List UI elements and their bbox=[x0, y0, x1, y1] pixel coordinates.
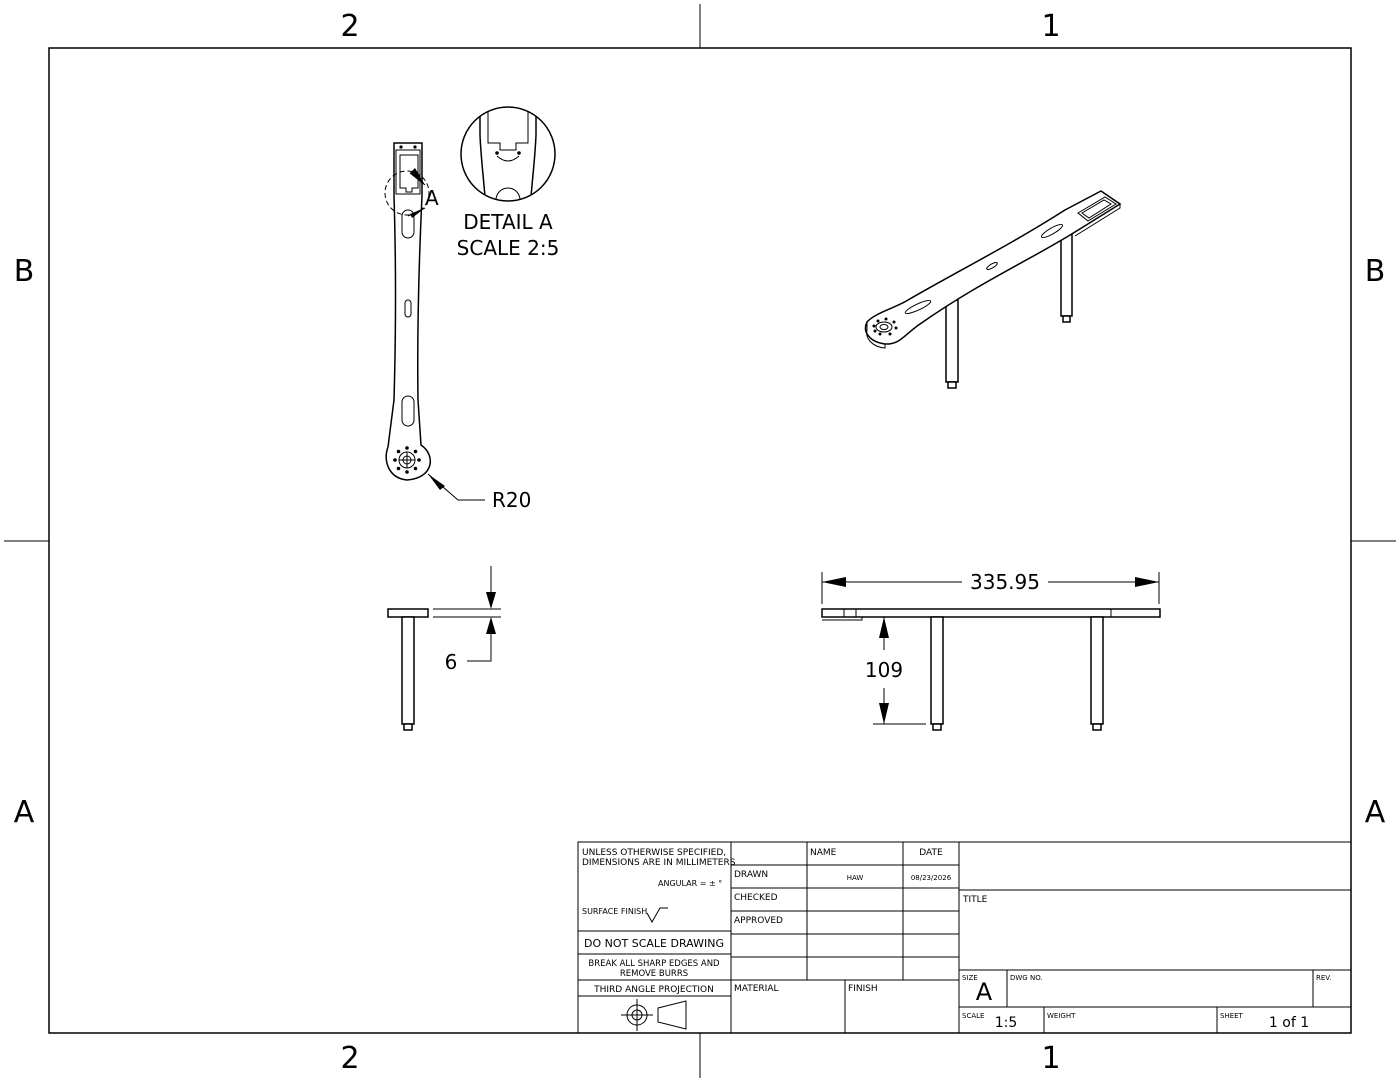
notes-line-2: DIMENSIONS ARE IN MILLIMETERS bbox=[582, 858, 736, 868]
radius-dimension: R20 bbox=[492, 488, 531, 512]
detail-callout-label: A bbox=[425, 186, 439, 210]
zone-label-right-upper: B bbox=[1365, 254, 1386, 289]
sheet-border bbox=[4, 4, 1396, 1078]
scale-value: 1:5 bbox=[995, 1015, 1018, 1031]
size-label: SIZE bbox=[962, 974, 978, 982]
approved-label: APPROVED bbox=[734, 916, 783, 926]
length-dimension: 335.95 bbox=[970, 570, 1040, 594]
notes-line-1: UNLESS OTHERWISE SPECIFIED, bbox=[582, 848, 726, 858]
zone-label-bottom-left: 2 bbox=[340, 1041, 359, 1076]
do-not-scale-note: DO NOT SCALE DRAWING bbox=[584, 937, 724, 950]
zone-label-left-lower: A bbox=[14, 795, 35, 830]
projection-label: THIRD ANGLE PROJECTION bbox=[593, 985, 714, 995]
checked-label: CHECKED bbox=[734, 893, 778, 903]
drawn-label: DRAWN bbox=[734, 870, 768, 880]
size-value: A bbox=[976, 978, 993, 1006]
title-block: UNLESS OTHERWISE SPECIFIED, DIMENSIONS A… bbox=[577, 841, 1352, 1034]
date-header: DATE bbox=[919, 848, 943, 858]
weight-label: WEIGHT bbox=[1047, 1012, 1076, 1020]
surface-finish-label: SURFACE FINISH bbox=[582, 907, 647, 916]
front-view: 335.95 109 bbox=[821, 570, 1161, 731]
detail-title: DETAIL A bbox=[463, 210, 553, 234]
top-view: A R20 bbox=[384, 142, 531, 512]
height-dimension: 109 bbox=[865, 658, 903, 682]
detail-a-view: DETAIL A SCALE 2:5 bbox=[457, 106, 560, 260]
thickness-dimension: 6 bbox=[445, 650, 458, 674]
end-view: 6 bbox=[387, 566, 501, 731]
third-angle-projection-icon bbox=[621, 999, 687, 1031]
material-label: MATERIAL bbox=[734, 984, 779, 994]
angular-tolerance: ANGULAR = ± ° bbox=[658, 879, 722, 888]
zone-label-right-lower: A bbox=[1365, 795, 1386, 830]
title-label: TITLE bbox=[962, 895, 988, 905]
drawn-name: HAW bbox=[847, 874, 864, 882]
zone-label-top-left: 2 bbox=[340, 9, 359, 44]
sheet-label: SHEET bbox=[1220, 1012, 1244, 1020]
scale-label: SCALE bbox=[962, 1012, 984, 1020]
surface-finish-symbol bbox=[646, 907, 668, 924]
zone-label-left-upper: B bbox=[14, 254, 35, 289]
hub-bolt-pattern bbox=[393, 446, 421, 474]
sheet-value: 1 of 1 bbox=[1269, 1015, 1309, 1031]
drawn-date: 08/23/2026 bbox=[911, 874, 952, 882]
zone-label-bottom-right: 1 bbox=[1041, 1041, 1060, 1076]
break-edges-line-2: REMOVE BURRS bbox=[620, 969, 688, 979]
zone-label-top-right: 1 bbox=[1041, 9, 1060, 44]
rev-label: REV. bbox=[1316, 974, 1331, 982]
finish-label: FINISH bbox=[848, 984, 878, 994]
isometric-view bbox=[864, 190, 1122, 389]
break-edges-line-1: BREAK ALL SHARP EDGES AND bbox=[588, 959, 720, 969]
dwg-no-label: DWG NO. bbox=[1010, 974, 1043, 982]
name-header: NAME bbox=[810, 848, 837, 858]
detail-scale: SCALE 2:5 bbox=[457, 236, 560, 260]
zone-labels: 2 1 2 1 B A B A bbox=[14, 9, 1386, 1076]
